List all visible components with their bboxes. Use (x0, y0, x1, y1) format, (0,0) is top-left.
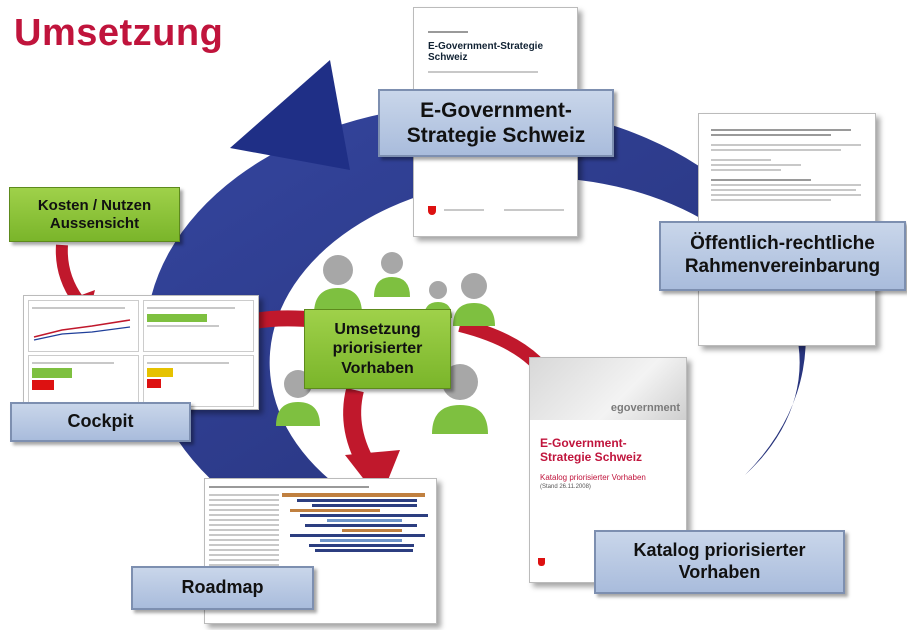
catalog-doc-title: E-Government- Strategie Schweiz (540, 436, 643, 464)
box-implementation: Umsetzung priorisierter Vorhaben (304, 309, 451, 389)
cockpit-dashboard-thumbnail (23, 295, 259, 410)
box-costs-benefits: Kosten / Nutzen Aussensicht (9, 187, 180, 242)
box-catalog: Katalog priorisierter Vorhaben (594, 530, 845, 594)
cycle-arrowhead (230, 60, 350, 170)
page-title: Umsetzung (14, 12, 224, 54)
box-egov-strategy: E-Government- Strategie Schweiz (378, 89, 614, 157)
catalog-doc-subtitle: Katalog priorisierter Vorhaben (540, 473, 646, 482)
box-roadmap: Roadmap (131, 566, 314, 610)
cycle-ring (145, 104, 806, 520)
people-group-icon (276, 252, 495, 434)
arrow-from-kosten (55, 244, 83, 304)
catalog-brand: egovernment (610, 402, 680, 414)
swiss-coat-of-arms-icon (428, 206, 436, 215)
swiss-coat-of-arms-icon (538, 558, 545, 566)
box-cockpit: Cockpit (10, 402, 191, 442)
arrow-to-roadmap-head (345, 450, 400, 500)
catalog-doc-date: (Stand 26.11.2008) (540, 484, 591, 490)
box-framework-agreement: Öffentlich-rechtliche Rahmenvereinbarung (659, 221, 906, 291)
egov-doc-title: E-Government-Strategie Schweiz (428, 41, 544, 63)
